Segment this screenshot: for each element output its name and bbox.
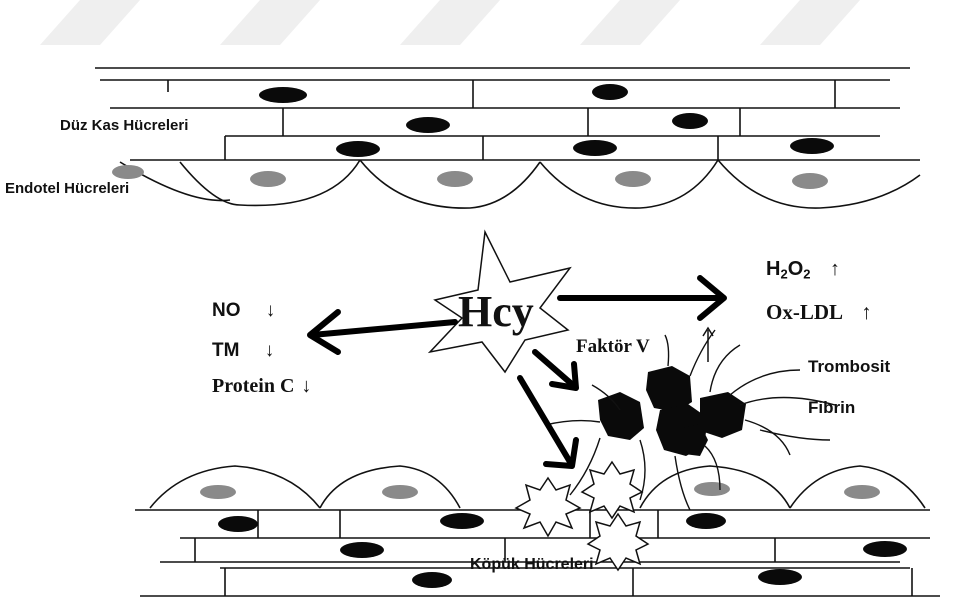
protein-c-down-arrow: ↓: [301, 375, 311, 397]
top-smooth-muscle-nuclei: [259, 84, 834, 157]
top-endothelial-nuclei: [112, 165, 828, 189]
smooth-muscle-label: Düz Kas Hücreleri: [60, 117, 188, 134]
tm-text: TM: [212, 340, 239, 361]
h2o2-label: H2O2 ↑: [766, 258, 840, 281]
foam-cell: [588, 514, 648, 570]
h2o2-sub-2: 2: [803, 266, 810, 281]
protein-c-label: Protein C ↓: [212, 375, 311, 398]
no-down-arrow: ↓: [266, 300, 276, 321]
h2o2-h: H: [766, 258, 780, 280]
ox-ldl-label: Ox-LDL ↑: [766, 300, 872, 325]
foam-cell: [516, 478, 580, 536]
tm-down-arrow: ↓: [265, 340, 275, 361]
fibrin-label: Fibrin: [808, 398, 855, 418]
platelet-label: Trombosit: [808, 357, 890, 377]
hcy-label: Hcy: [458, 290, 534, 334]
ox-ldl-text: Ox-LDL: [766, 300, 842, 324]
endothelial-label: Endotel Hücreleri: [5, 180, 129, 197]
factor-v-label: Faktör V: [576, 336, 650, 358]
h2o2-o: O: [788, 258, 804, 280]
watermark-stripes: [40, 0, 860, 45]
no-text: NO: [212, 300, 241, 321]
foam-cell: [582, 462, 642, 518]
ox-ldl-up-arrow: ↑: [861, 300, 872, 324]
foam-cells-label: Köpük Hücreleri: [470, 556, 594, 574]
h2o2-up-arrow: ↑: [830, 258, 840, 280]
no-label: NO ↓: [212, 300, 275, 322]
protein-c-text: Protein C: [212, 375, 294, 397]
platelet-aggregate: [598, 366, 746, 456]
tm-label: TM ↓: [212, 340, 274, 362]
h2o2-sub-1: 2: [780, 266, 787, 281]
